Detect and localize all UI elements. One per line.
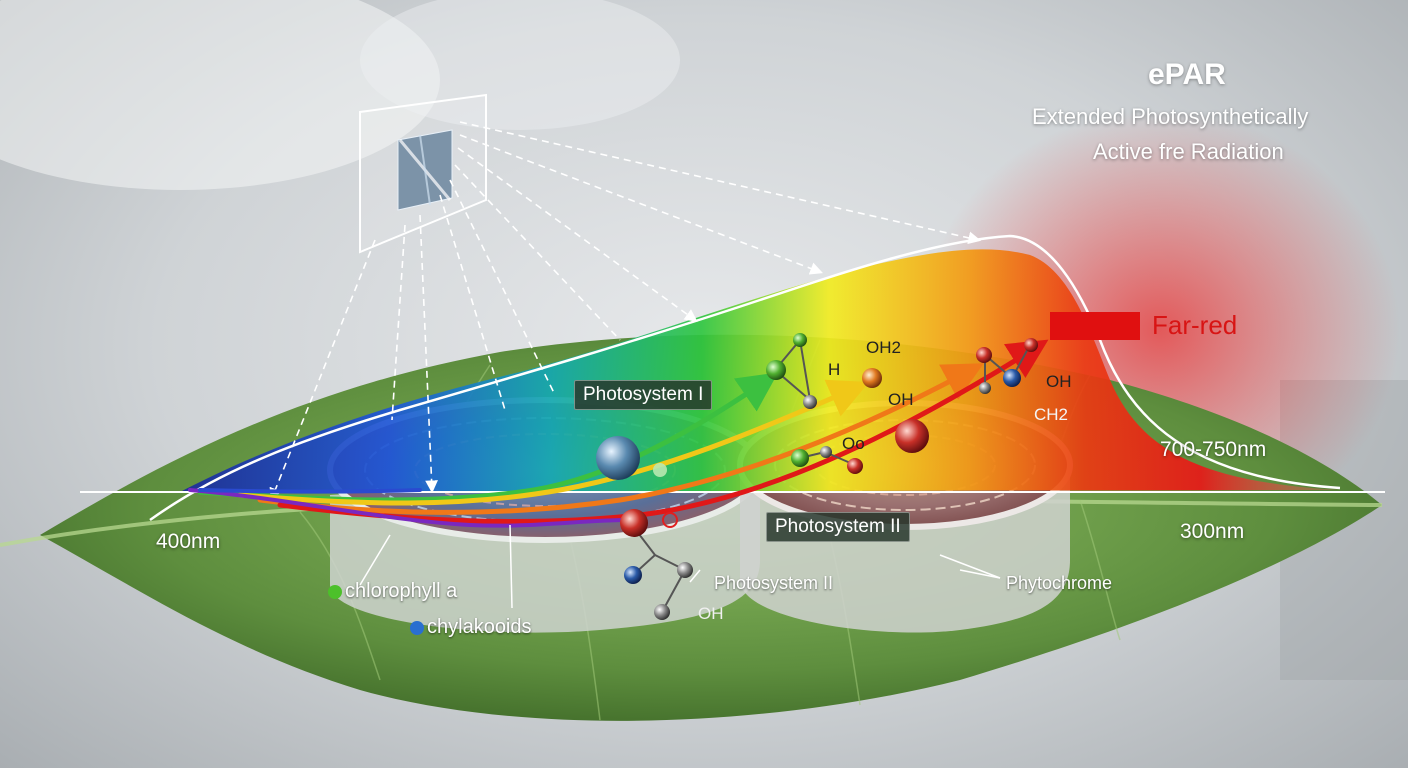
chlorophyll-dot-icon (328, 584, 342, 599)
leader-lines (359, 524, 1001, 609)
thylakoid-legend: chylakooids (410, 616, 532, 639)
molecule-label-ch2: CH2 (1034, 405, 1069, 424)
spectrum-curve-outline (149, 234, 1341, 522)
molecule-spheres (596, 333, 1038, 620)
light-sensor (359, 93, 487, 254)
thylakoid-label: chylakooids (427, 616, 532, 638)
page-title: ePAR (1148, 58, 1226, 91)
phytochrome-label: Phytochrome (1006, 573, 1113, 593)
molecule-label-oh-3: OH (698, 604, 724, 623)
projection-lines (269, 121, 982, 501)
chlorophyll-label: chlorophyll a (345, 580, 458, 602)
background-blur-shape (0, 0, 440, 190)
subtitle-line-1: Extended Photosynthetically (1032, 104, 1309, 129)
molecule-label-oh2: OH2 (866, 338, 901, 357)
wavelength-low-label: 400nm (156, 530, 221, 553)
chlorophyll-legend: chlorophyll a (328, 580, 457, 603)
spectrum-curve-fill (180, 249, 1340, 492)
photosystem-2-lower-label: Photosystem II (714, 573, 834, 593)
photosystem-1-tag: Photosystem I (574, 380, 713, 410)
far-red-bar (1050, 312, 1140, 340)
subtitle-line-2: Active fre Radiation (1093, 139, 1284, 164)
wavelength-baseline-label: 300nm (1180, 520, 1245, 543)
wavelength-high-label: 700-750nm (1160, 438, 1267, 461)
photosystem-2-tag: Photosystem II (766, 512, 910, 542)
molecule-label-oh-2: OH (1046, 372, 1072, 391)
background-blur-shape (360, 0, 680, 130)
molecule-label-oo: Oo (842, 434, 865, 453)
molecule-label-oh-1: OH (888, 390, 914, 409)
molecule-label-h: H (828, 360, 841, 379)
far-red-label: Far-red (1152, 310, 1238, 340)
thylakoid-dot-icon (410, 620, 424, 635)
